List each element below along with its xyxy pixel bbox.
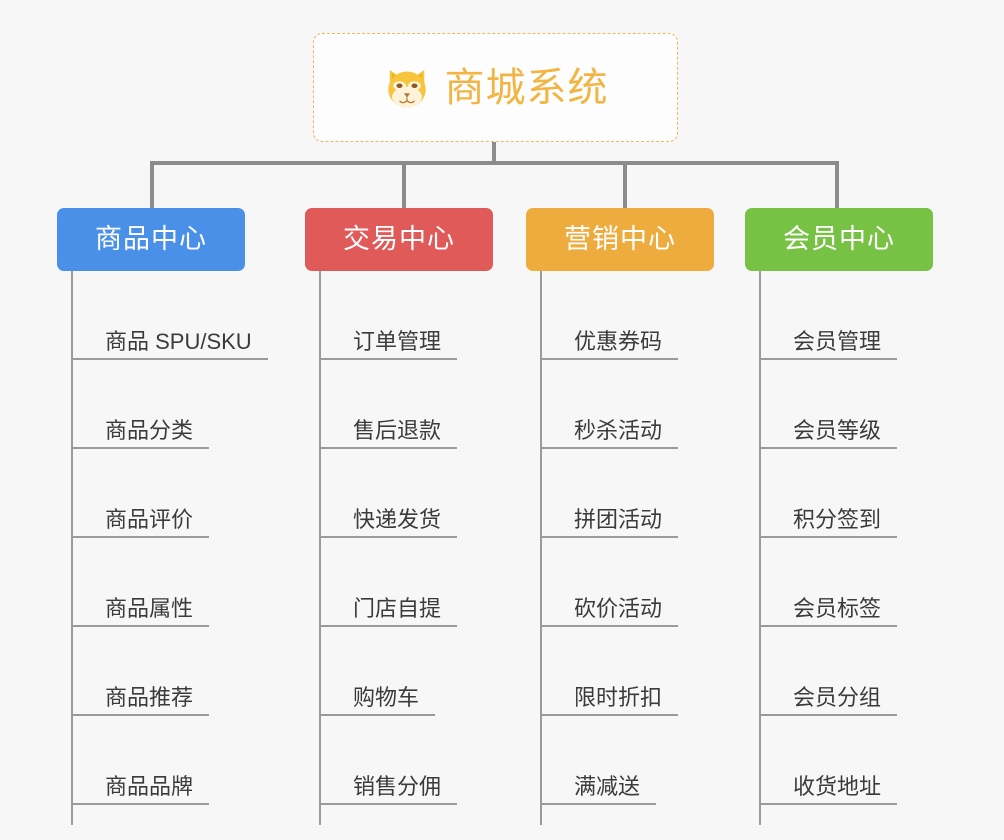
leaf-item[interactable]: 售后退款 [319, 383, 457, 449]
leaf-item-label: 销售分佣 [353, 773, 442, 799]
leaf-item[interactable]: 会员标签 [759, 561, 897, 627]
leaf-item-label: 会员分组 [793, 684, 882, 710]
connector-drop-marketing-center [623, 161, 627, 208]
leaf-item-label: 快递发货 [353, 506, 442, 532]
leaf-item-label: 商品属性 [105, 595, 194, 621]
leaf-column-trade-center: 订单管理售后退款快递发货门店自提购物车销售分佣 [319, 271, 579, 828]
category-box-product-center[interactable]: 商品中心 [57, 208, 245, 271]
leaf-item-underline [319, 714, 435, 716]
leaf-column-marketing-center: 优惠券码秒杀活动拼团活动砍价活动限时折扣满减送 [540, 271, 800, 828]
leaf-item-label: 积分签到 [793, 506, 882, 532]
leaf-item-underline [540, 803, 656, 805]
leaf-item[interactable]: 秒杀活动 [540, 383, 678, 449]
leaf-item-underline [71, 447, 209, 449]
connector-drop-member-center [835, 161, 839, 208]
leaf-item-underline [759, 536, 897, 538]
category-box-trade-center[interactable]: 交易中心 [305, 208, 493, 271]
leaf-item-label: 会员管理 [793, 328, 882, 354]
root-node-label: 商城系统 [444, 65, 609, 110]
leaf-column-product-center: 商品 SPU/SKU 商品分类商品评价商品属性商品推荐商品品牌 [71, 271, 331, 828]
connector-drop-product-center [150, 161, 154, 208]
leaf-item-label: 商品推荐 [105, 684, 194, 710]
leaf-item-underline [759, 358, 897, 360]
leaf-item[interactable]: 商品 SPU/SKU [71, 294, 268, 360]
leaf-item-label: 购物车 [353, 684, 420, 710]
category-label-marketing-center: 营销中心 [564, 224, 676, 254]
leaf-item-underline [71, 803, 209, 805]
leaf-item-underline [71, 358, 268, 360]
leaf-item-underline [540, 447, 678, 449]
leaf-item-label: 砍价活动 [574, 595, 663, 621]
leaf-item-label: 秒杀活动 [574, 417, 663, 443]
leaf-item[interactable]: 商品分类 [71, 383, 209, 449]
leaf-item-underline [540, 625, 678, 627]
leaf-item[interactable]: 快递发货 [319, 472, 457, 538]
leaf-item-underline [319, 803, 457, 805]
leaf-column-member-center: 会员管理会员等级积分签到会员标签会员分组收货地址 [759, 271, 1004, 828]
leaf-item[interactable]: 商品评价 [71, 472, 209, 538]
leaf-item-label: 售后退款 [353, 417, 442, 443]
leaf-item-underline [540, 536, 678, 538]
category-box-member-center[interactable]: 会员中心 [745, 208, 933, 271]
leaf-item-underline [540, 714, 678, 716]
leaf-item-label: 订单管理 [353, 328, 442, 354]
leaf-item-underline [319, 358, 457, 360]
leaf-item-label: 满减送 [574, 773, 641, 799]
connector-root-stem [492, 142, 496, 163]
category-label-product-center: 商品中心 [95, 224, 207, 254]
leaf-item[interactable]: 订单管理 [319, 294, 457, 360]
leaf-item[interactable]: 限时折扣 [540, 650, 678, 716]
leaf-item-label: 优惠券码 [574, 328, 663, 354]
leaf-item[interactable]: 商品属性 [71, 561, 209, 627]
root-node-商城系统[interactable]: 商城系统 [313, 33, 678, 142]
leaf-item-label: 拼团活动 [574, 506, 663, 532]
leaf-item[interactable]: 拼团活动 [540, 472, 678, 538]
leaf-item[interactable]: 商品推荐 [71, 650, 209, 716]
dog-face-icon [383, 64, 431, 112]
leaf-item-underline [319, 625, 457, 627]
leaf-item-label: 商品 SPU/SKU [105, 328, 252, 354]
leaf-item-underline [759, 625, 897, 627]
leaf-item-label: 商品品牌 [105, 773, 194, 799]
leaf-item[interactable]: 满减送 [540, 739, 656, 805]
leaf-item-label: 收货地址 [793, 773, 882, 799]
leaf-item-underline [71, 625, 209, 627]
connector-drop-trade-center [402, 161, 406, 208]
leaf-item-label: 商品评价 [105, 506, 194, 532]
leaf-rail-marketing-center [540, 271, 542, 825]
leaf-item-underline [759, 447, 897, 449]
root-node-content: 商城系统 [383, 64, 609, 112]
leaf-item-label: 商品分类 [105, 417, 194, 443]
leaf-item[interactable]: 会员管理 [759, 294, 897, 360]
category-label-member-center: 会员中心 [783, 224, 895, 254]
leaf-item-underline [759, 714, 897, 716]
leaf-item[interactable]: 砍价活动 [540, 561, 678, 627]
leaf-item-underline [319, 536, 457, 538]
leaf-item[interactable]: 购物车 [319, 650, 435, 716]
leaf-rail-trade-center [319, 271, 321, 825]
leaf-item-label: 门店自提 [353, 595, 442, 621]
leaf-item-label: 会员等级 [793, 417, 882, 443]
leaf-item[interactable]: 销售分佣 [319, 739, 457, 805]
leaf-item[interactable]: 积分签到 [759, 472, 897, 538]
leaf-item-label: 会员标签 [793, 595, 882, 621]
leaf-item[interactable]: 门店自提 [319, 561, 457, 627]
category-box-marketing-center[interactable]: 营销中心 [526, 208, 714, 271]
leaf-item[interactable]: 会员等级 [759, 383, 897, 449]
leaf-item-underline [319, 447, 457, 449]
leaf-rail-member-center [759, 271, 761, 825]
leaf-item-underline [71, 714, 209, 716]
leaf-item[interactable]: 收货地址 [759, 739, 897, 805]
leaf-item[interactable]: 会员分组 [759, 650, 897, 716]
connector-horizontal-bar [150, 161, 838, 165]
leaf-item[interactable]: 优惠券码 [540, 294, 678, 360]
category-label-trade-center: 交易中心 [343, 224, 455, 254]
leaf-item-underline [759, 803, 897, 805]
leaf-rail-product-center [71, 271, 73, 825]
leaf-item-label: 限时折扣 [574, 684, 663, 710]
leaf-item-underline [71, 536, 209, 538]
leaf-item-underline [540, 358, 678, 360]
leaf-item[interactable]: 商品品牌 [71, 739, 209, 805]
